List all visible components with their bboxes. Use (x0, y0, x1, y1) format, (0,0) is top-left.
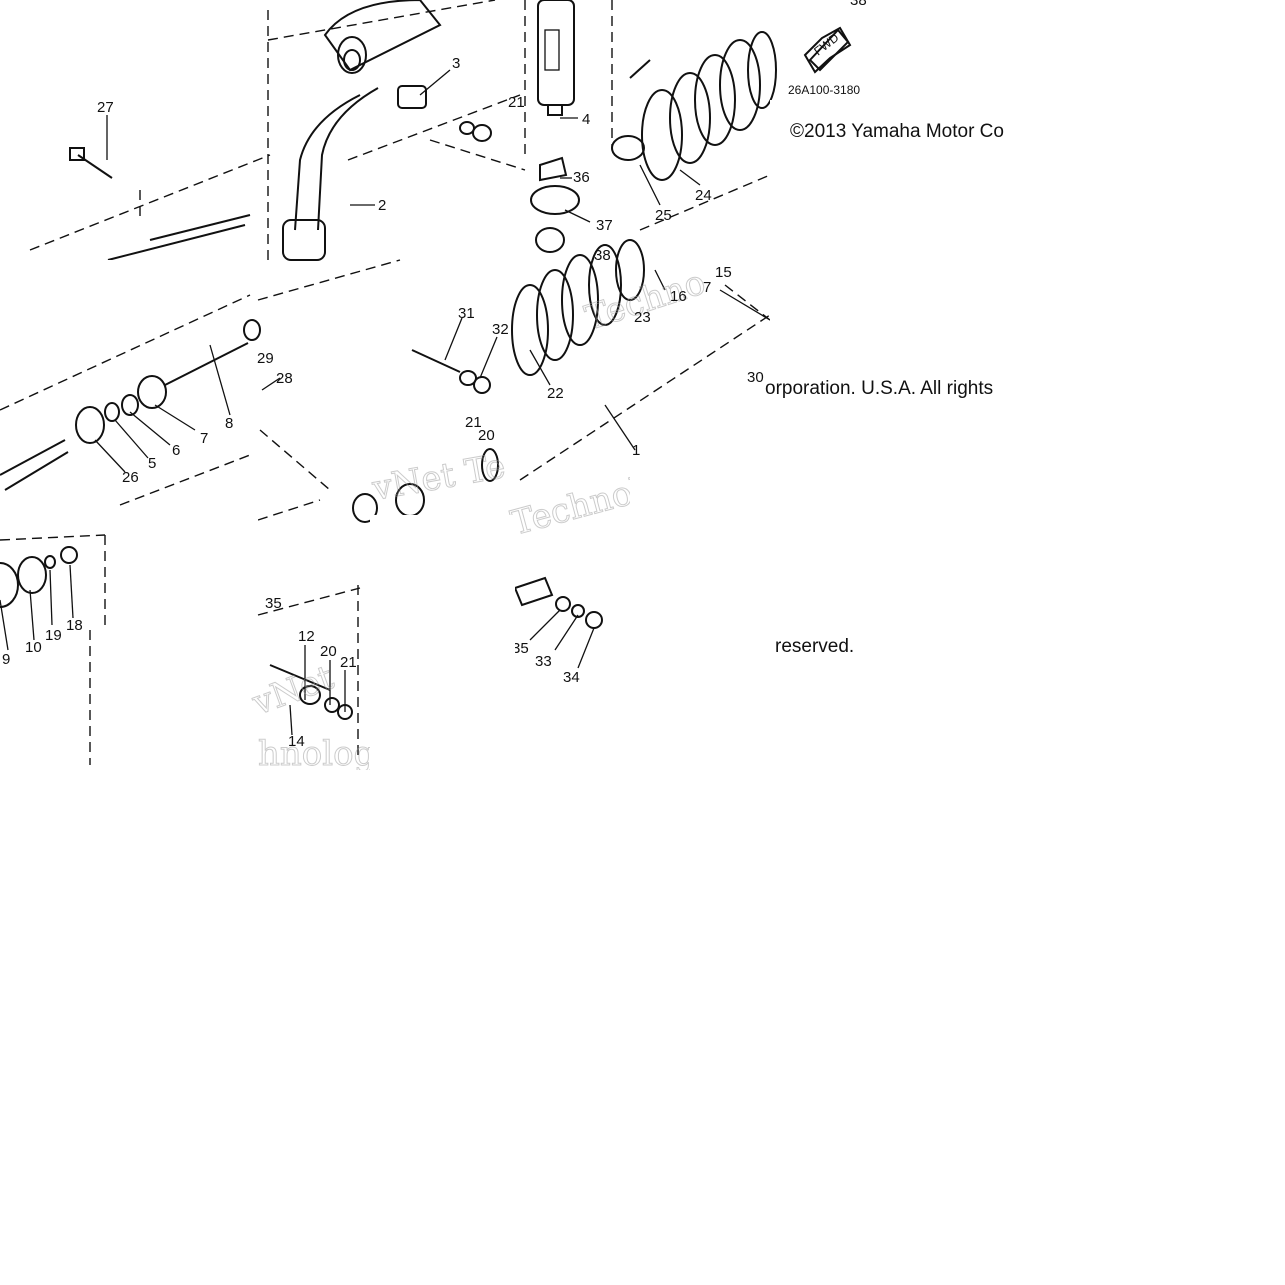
part-label-23: 23 (634, 309, 651, 326)
part-label-19: 19 (45, 627, 62, 644)
part-label-34: 34 (563, 669, 580, 686)
part-label-10: 10 (25, 639, 42, 656)
part-label-9: 9 (2, 651, 10, 668)
part-label-32: 32 (492, 321, 509, 338)
coil-spring-upper (611, 31, 777, 181)
reservoir-cylinder (537, 0, 575, 116)
part-label-16: 16 (670, 288, 687, 305)
part-label-7: 7 (200, 430, 208, 447)
part-label-6: 6 (172, 442, 180, 459)
part-label-18: 18 (66, 617, 83, 634)
copyright-line-2: orporation. U.S.A. All rights (765, 378, 994, 399)
part-label-8: 8 (225, 415, 233, 432)
part-label-20: 20 (320, 643, 337, 660)
part-label-2: 2 (378, 197, 386, 214)
part-label-38: 38 (594, 247, 611, 264)
part-label-21b: 21 (465, 414, 482, 431)
drawing-code: 26A100-3180 (788, 83, 860, 97)
part-label-14: 14 (288, 733, 305, 750)
part-number-labels: 1 2 3 4 5 6 7 7 8 9 10 12 14 15 16 18 19… (2, 0, 867, 750)
leader-lines (0, 69, 771, 736)
part-label-24: 24 (695, 187, 712, 204)
part-label-4: 4 (582, 111, 590, 128)
part-label-21c: 21 (508, 94, 525, 111)
part-label-3: 3 (452, 55, 460, 72)
small-parts (0, 28, 850, 720)
shock-absorber-upper (282, 0, 442, 261)
part-label-36: 36 (573, 169, 590, 186)
part-label-28: 28 (276, 370, 293, 387)
part-label-5: 5 (148, 455, 156, 472)
part-label-37: 37 (596, 217, 613, 234)
part-label-26: 26 (122, 469, 139, 486)
watermark-text-3: hnolog (258, 734, 375, 774)
part-label-25: 25 (655, 207, 672, 224)
part-label-35: 35 (512, 640, 529, 657)
copyright-line-1: ©2013 Yamaha Motor Co (790, 121, 1004, 142)
part-label-22: 22 (547, 385, 564, 402)
coil-spring-lower (511, 239, 645, 376)
part-label-15: 15 (715, 264, 732, 281)
fwd-arrow: FWD (803, 26, 852, 74)
part-label-20b: 20 (478, 427, 495, 444)
part-label-27: 27 (97, 99, 114, 116)
part-label-12: 12 (298, 628, 315, 645)
part-label-1: 1 (632, 442, 640, 459)
watermark-text-1: Techno (580, 262, 710, 338)
part-label-33: 33 (535, 653, 552, 670)
part-label-7b: 7 (703, 279, 711, 296)
part-label-30: 30 (747, 369, 764, 386)
watermark-text-4: vNet Te (369, 446, 509, 509)
part-label-38b: 38 (850, 0, 867, 9)
part-label-21: 21 (340, 654, 357, 671)
part-label-29: 29 (257, 350, 274, 367)
watermark-text-5: vNet (246, 657, 339, 723)
part-label-35b: 35 (265, 595, 282, 612)
assembly-outline-lines (0, 0, 771, 765)
copyright-line-3: reserved. (775, 636, 855, 657)
part-label-31: 31 (458, 305, 475, 322)
